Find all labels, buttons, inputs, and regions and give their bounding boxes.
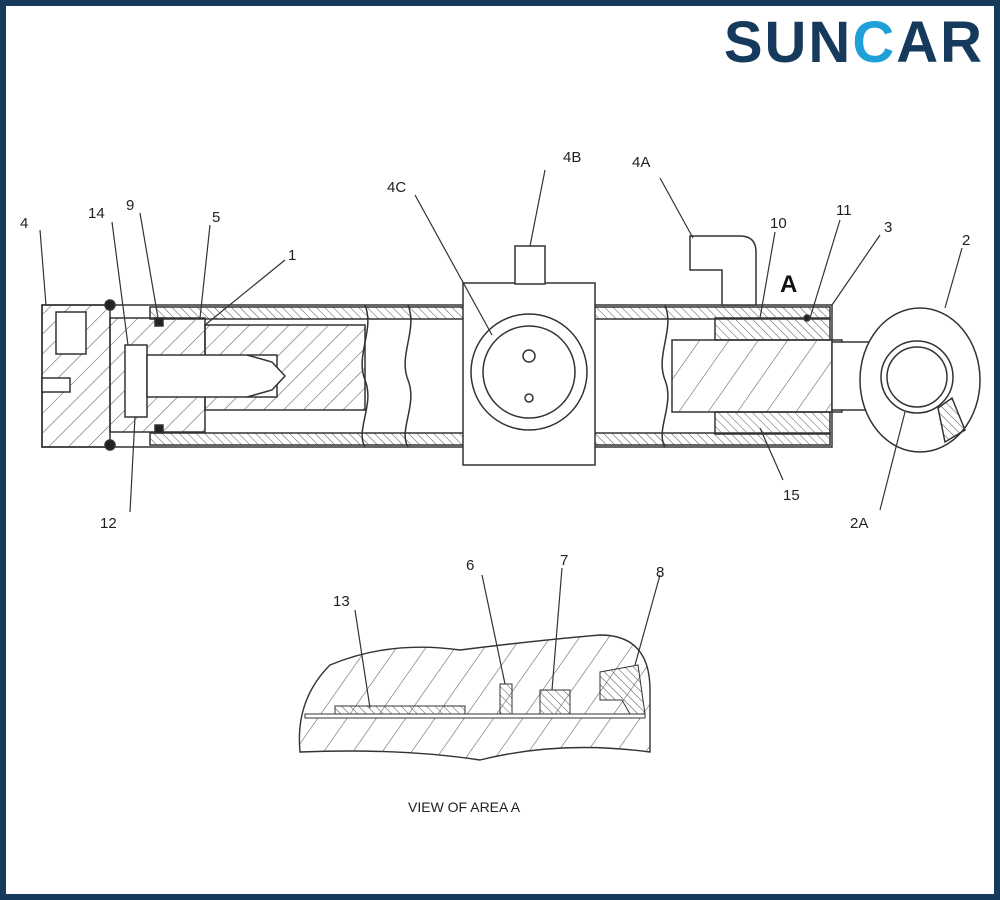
detail-rod-band <box>304 713 646 719</box>
rod-thread-tip <box>246 354 287 398</box>
callout-4a: 4A <box>632 154 650 171</box>
detail-caption: VIEW OF AREA A <box>408 799 521 815</box>
cylinder-assembly <box>41 235 981 466</box>
logo-text-accent: C <box>852 10 897 75</box>
port-fitting-4b <box>514 245 546 285</box>
gland-bottom <box>714 411 831 435</box>
callout-12: 12 <box>100 515 117 532</box>
detail-seal-7 <box>539 689 571 715</box>
port-inner-ring <box>482 325 576 419</box>
rod-eye-section <box>937 396 966 444</box>
detail-wiper-8 <box>599 664 646 715</box>
callout-8: 8 <box>656 564 664 581</box>
o-ring-14-top <box>104 299 116 311</box>
callout-7: 7 <box>560 552 568 569</box>
callout-5: 5 <box>212 209 220 226</box>
callout-15: 15 <box>783 487 800 504</box>
detail-seal-6 <box>499 683 513 715</box>
logo-text-left: SUN <box>723 10 853 75</box>
piston-bolt <box>124 344 148 418</box>
callout-1: 1 <box>288 247 296 264</box>
callout-3: 3 <box>884 219 892 236</box>
seal-9-bottom <box>154 424 164 434</box>
cap-bore <box>41 377 71 393</box>
seal-11 <box>803 314 811 322</box>
break-line-mid <box>661 304 669 448</box>
callout-10: 10 <box>770 215 787 232</box>
rod-eye-bushing-inner <box>886 346 948 408</box>
callout-labels: 4 14 9 5 1 12 4C 4B 4A 10 11 3 2 A 15 2A <box>20 149 970 532</box>
suncar-logo: SUNCAR <box>724 14 984 72</box>
callout-13: 13 <box>333 593 350 610</box>
seal-9 <box>154 317 164 327</box>
port-hole-bottom <box>524 393 534 403</box>
callout-6: 6 <box>466 557 474 574</box>
callout-4c: 4C <box>387 179 406 196</box>
logo-text-right: AR <box>896 10 984 75</box>
break-line-right <box>404 304 412 448</box>
callout-2: 2 <box>962 232 970 249</box>
rod-right <box>671 339 843 413</box>
detail-wear-ring-13 <box>334 705 466 715</box>
callout-4b: 4B <box>563 149 581 166</box>
detail-view-area-a: 13 6 7 8 VIEW OF AREA A <box>298 552 664 815</box>
callout-area-a: A <box>780 271 797 298</box>
port-hole-top <box>522 349 536 363</box>
break-line-left <box>361 304 369 448</box>
elbow-fitting-4a <box>689 235 757 306</box>
callout-2a: 2A <box>850 515 868 532</box>
cap-port <box>55 311 87 355</box>
o-ring-12-bottom <box>104 439 116 451</box>
callout-14: 14 <box>88 205 105 222</box>
gland-top <box>714 317 831 341</box>
leader-lines <box>39 169 963 513</box>
callout-4: 4 <box>20 215 28 232</box>
detail-outline <box>298 634 651 761</box>
callout-9: 9 <box>126 197 134 214</box>
callout-11: 11 <box>836 202 852 219</box>
